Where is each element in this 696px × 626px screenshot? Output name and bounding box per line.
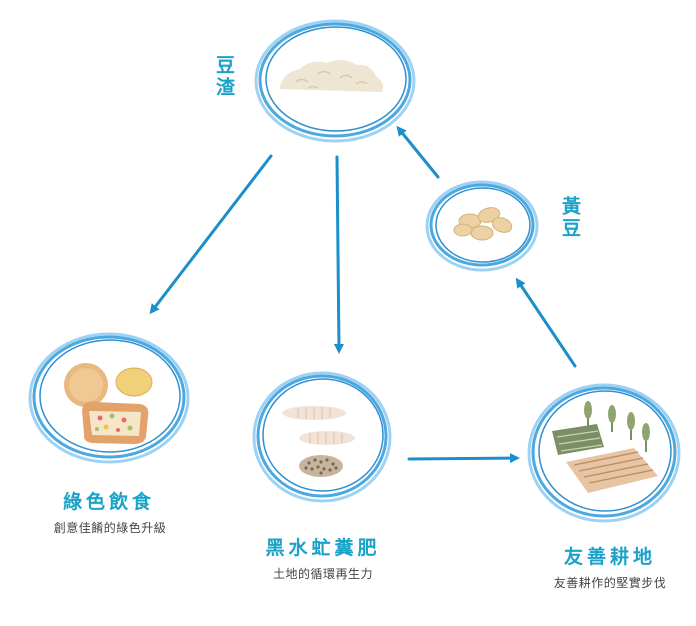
friendly-farm-node [527,383,681,523]
okara-label: 豆渣 [213,55,235,99]
green-food-subtitle: 創意佳餚的綠色升級 [53,521,167,535]
arrow-okara-to-bsf-manure [333,155,344,354]
farm-field-icon [552,401,658,493]
arrows [149,125,577,464]
green-food-title: 綠色飲食 [62,491,155,513]
okara-pile-icon [279,59,384,92]
okara-node [254,19,416,143]
arrow-soybean-to-okara [396,125,440,179]
soybean-node [425,180,539,272]
friendly-farm-title: 友善耕地 [563,546,656,568]
baked-food-icon [64,363,153,444]
green-food-node [28,332,190,464]
bsf-manure-node [252,371,392,503]
soybean-label: 黃豆 [559,196,581,240]
arrow-farm-to-soybean [515,277,577,368]
friendly-farm-subtitle: 友善耕作的堅實步伐 [553,576,667,590]
larvae-and-compost-icon [282,406,355,477]
soybeans-icon [453,207,513,241]
arrow-okara-to-green-food [149,154,273,315]
arrow-bsf-manure-to-farm [407,453,520,464]
bsf-manure-title: 黑水虻糞肥 [265,537,381,559]
bsf-manure-subtitle: 土地的循環再生力 [272,567,373,581]
